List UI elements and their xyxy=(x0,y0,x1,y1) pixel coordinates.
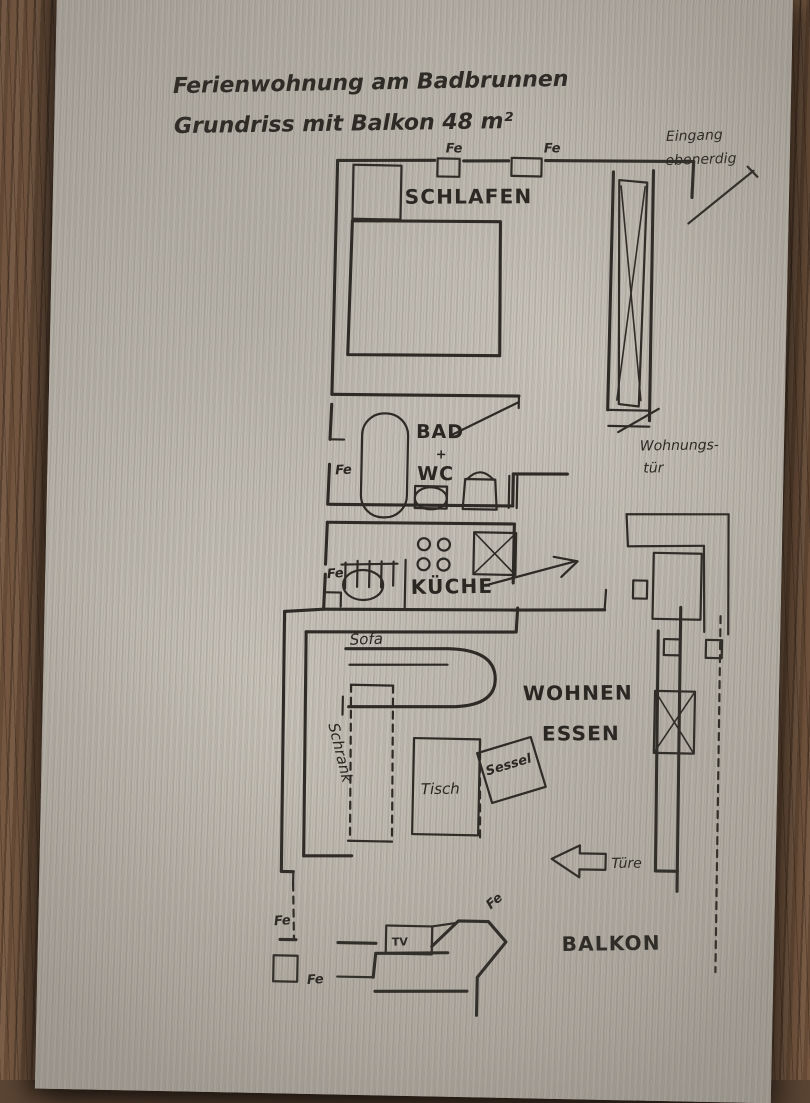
apartment-door-label-line-1: Wohnungs- xyxy=(640,437,719,454)
furniture-label-tv: TV xyxy=(392,935,409,948)
window-label-fe-bath: Fe xyxy=(335,463,353,479)
furniture-label-sofa: Sofa xyxy=(349,630,383,649)
room-label-bad-plus: + xyxy=(436,447,447,462)
entrance-label-line-2: ebenerdig xyxy=(665,151,737,169)
room-label-bad: BAD xyxy=(416,421,464,443)
room-label-wohnen: WOHNEN xyxy=(523,681,633,706)
room-kueche: KÜCHE Fe xyxy=(322,531,579,609)
paper-sheet: Ferienwohnung am Badbrunnen Grundriss mi… xyxy=(34,0,794,1103)
window-label-fe-kitchen: Fe xyxy=(326,566,344,582)
title-line-1: Ferienwohnung am Badbrunnen xyxy=(173,67,569,99)
furniture-label-sessel: Sessel xyxy=(484,751,534,779)
annotation-entrance: Eingang ebenerdig xyxy=(665,127,759,225)
window-label-fe-balcony: Fe xyxy=(483,890,506,912)
window-label-fe-bottom-2: Fe xyxy=(307,972,325,988)
furniture-label-schrank: Schrank xyxy=(324,721,356,786)
room-label-balkon: BALKON xyxy=(562,931,661,956)
room-label-wc: WC xyxy=(417,463,454,485)
floor-plan-drawing: Ferienwohnung am Badbrunnen Grundriss mi… xyxy=(35,0,793,1103)
room-bad-wc: BAD + WC Fe xyxy=(327,400,520,519)
balcony-door-label: Türe xyxy=(611,856,642,872)
apartment-door-label-line-2: tür xyxy=(643,460,665,476)
room-schlafen: SCHLAFEN xyxy=(346,163,533,358)
entrance-label-line-1: Eingang xyxy=(666,127,723,145)
wardrobe-zone: Wohnungs- tür xyxy=(617,407,730,660)
window-label-fe-top-2: Fe xyxy=(544,141,561,156)
room-label-kueche: KÜCHE xyxy=(411,574,494,599)
room-wohnen-essen: Sofa Schrank Tisch Sessel WOHNEN ESSEN xyxy=(324,630,633,843)
room-balkon: Türe BALKON xyxy=(550,615,722,974)
outer-walls xyxy=(278,158,696,945)
bottom-features: Fe Fe TV Fe xyxy=(272,882,508,1017)
corridor-flur xyxy=(607,178,651,428)
window-label-fe-top-1: Fe xyxy=(446,141,463,156)
window-markers-top: Fe Fe xyxy=(436,141,561,178)
window-label-fe-bottom-1: Fe xyxy=(274,913,292,929)
furniture-label-tisch: Tisch xyxy=(421,780,460,799)
room-label-schlafen: SCHLAFEN xyxy=(405,184,533,209)
title-line-2: Grundriss mit Balkon 48 m² xyxy=(174,109,514,139)
room-label-essen: ESSEN xyxy=(542,721,620,745)
